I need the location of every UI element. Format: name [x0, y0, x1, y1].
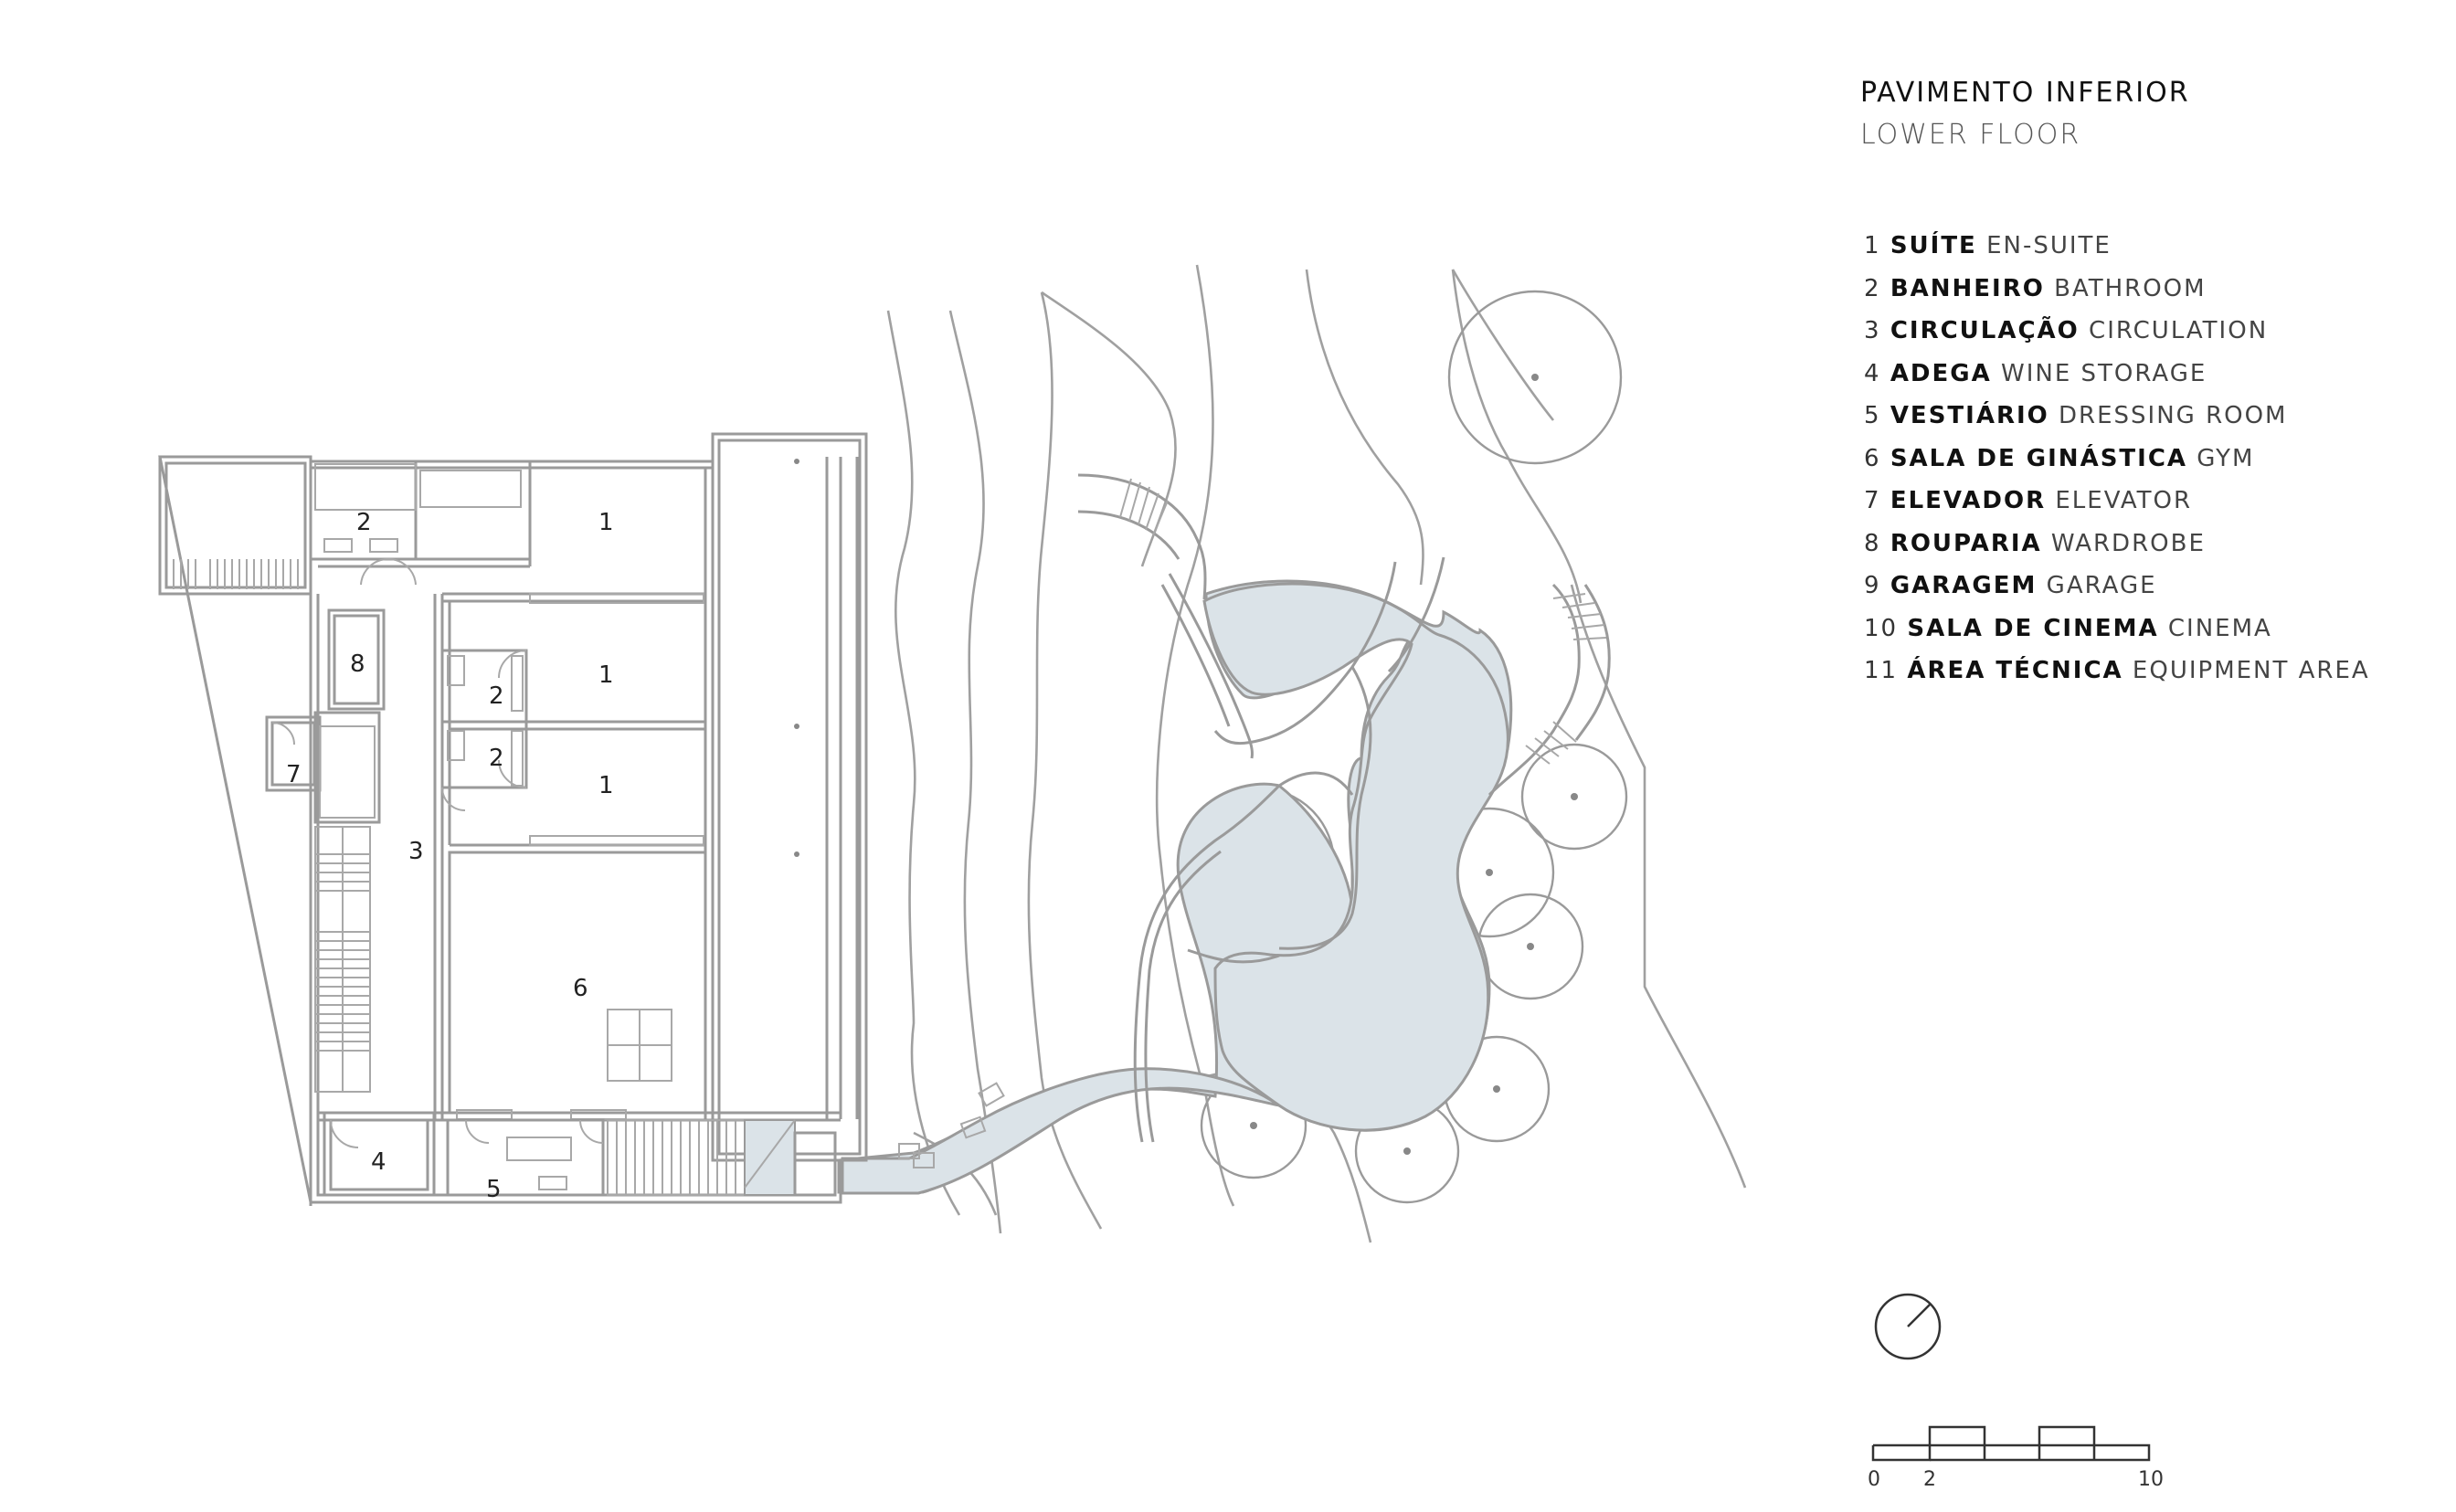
- north-arrow-icon: [1874, 1293, 1942, 1360]
- terrain-contours: [886, 264, 1747, 1243]
- room-label-bath-a: 2: [356, 509, 372, 536]
- room-legend: 1 SUÍTE EN-SUITE 2 BANHEIRO BATHROOM 3 C…: [1864, 225, 2370, 693]
- garden-paths: [898, 473, 1611, 1168]
- room-label-wardrobe: 8: [350, 650, 365, 678]
- room-label-bath-c: 2: [489, 745, 504, 772]
- room-label-circulation: 3: [408, 838, 424, 865]
- legend-item: 6 SALA DE GINÁSTICA GYM: [1864, 444, 2255, 472]
- legend-item: 4 ADEGA WINE STORAGE: [1864, 359, 2207, 387]
- legend-item: 10 SALA DE CINEMA CINEMA: [1864, 614, 2272, 642]
- scale-label-end: 10: [2138, 1468, 2164, 1491]
- scale-bar: 0 2 10: [1868, 1425, 2164, 1491]
- legend-item: 3 CIRCULAÇÃO CIRCULATION: [1864, 317, 2269, 344]
- room-labels: 1 1 1 2 2 2 3 4 5 6 7 8: [286, 509, 614, 1203]
- room-label-dressing: 5: [486, 1176, 502, 1203]
- legend-item: 1 SUÍTE EN-SUITE: [1864, 232, 2112, 259]
- pool: [837, 579, 1513, 1195]
- title-portuguese: PAVIMENTO INFERIOR: [1860, 77, 2190, 109]
- legend-item: 9 GARAGEM GARAGE: [1864, 572, 2157, 599]
- legend-item: 11 ÁREA TÉCNICA EQUIPMENT AREA: [1864, 657, 2370, 684]
- room-label-suite-b: 1: [598, 661, 614, 689]
- room-label-wine: 4: [371, 1148, 386, 1176]
- room-label-elevator: 7: [286, 761, 302, 788]
- legend-item: 5 VESTIÁRIO DRESSING ROOM: [1864, 402, 2288, 429]
- legend-item: 8 ROUPARIA WARDROBE: [1864, 529, 2206, 557]
- room-label-suite-c: 1: [598, 772, 614, 799]
- room-label-gym: 6: [573, 975, 588, 1002]
- scale-label-start: 0: [1868, 1468, 1880, 1491]
- title-block: PAVIMENTO INFERIOR LOWER FLOOR: [1860, 75, 2190, 153]
- scale-label-mid: 2: [1923, 1468, 1936, 1491]
- building: [158, 432, 868, 1206]
- room-label-suite-a: 1: [598, 509, 614, 536]
- legend-item: 7 ELEVADOR ELEVATOR: [1864, 487, 2193, 514]
- title-english: LOWER FLOOR: [1860, 119, 2081, 151]
- legend-item: 2 BANHEIRO BATHROOM: [1864, 274, 2207, 302]
- room-label-bath-b: 2: [489, 682, 504, 710]
